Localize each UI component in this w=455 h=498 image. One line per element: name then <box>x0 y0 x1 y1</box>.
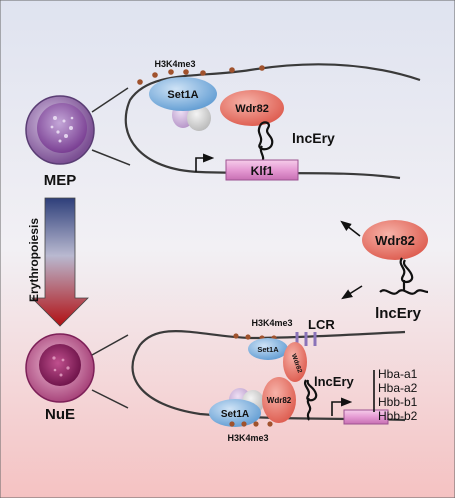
globin-gene-box <box>343 409 389 425</box>
nue-label: NuE <box>45 406 75 423</box>
gene-label: Hbb-b2 <box>378 409 418 423</box>
tss-arrow-top <box>195 153 215 172</box>
h3k4me3-label-bottom: H3K4me3 <box>227 433 268 443</box>
lcr-label: LCR <box>308 317 335 332</box>
arrow-to-bottom <box>341 285 363 300</box>
gene-label: Hbb-b1 <box>378 395 418 409</box>
lncery-rna-bottom <box>304 379 318 421</box>
h3k4me3-marks-bottom <box>229 421 273 427</box>
wdr82-protein-bottom <box>262 377 296 423</box>
arrow-to-top <box>340 220 361 237</box>
lncery-label-top: lncEry <box>292 130 335 146</box>
wdr82-protein-small <box>283 342 307 382</box>
wdr82-label-free: Wdr82 <box>375 233 415 248</box>
gene-label: Hba-a1 <box>378 367 418 381</box>
mep-label: MEP <box>44 172 77 189</box>
zoom-line <box>91 334 129 356</box>
subunit-grey <box>187 105 211 131</box>
zoom-line <box>91 149 131 166</box>
wdr82-protein-free <box>362 220 428 260</box>
lncery-label-bottom: lncEry <box>314 374 355 389</box>
erythropoiesis-label: Erythropoiesis <box>27 218 41 302</box>
set1a-protein-small <box>248 338 288 360</box>
zoom-line <box>91 87 129 113</box>
set1a-protein-bottom <box>209 399 261 427</box>
zoom-line <box>91 389 129 409</box>
h3k4me3-label-mid: H3K4me3 <box>251 318 292 328</box>
klf1-label: Klf1 <box>251 164 274 178</box>
lncery-label-free: lncEry <box>375 305 422 322</box>
lncery-tail-free <box>379 289 429 295</box>
set1a-protein-top <box>149 77 217 111</box>
nue-cell <box>25 333 95 403</box>
set1a-label-top: Set1A <box>167 89 198 101</box>
gene-label: Hba-a2 <box>378 381 418 395</box>
set1a-label-bottom: Set1A <box>221 409 249 420</box>
h3k4me3-label-top: H3K4me3 <box>154 59 195 69</box>
erythropoiesis-arrow <box>31 197 89 327</box>
klf1-gene-box <box>225 159 299 181</box>
mep-cell <box>25 95 95 165</box>
lncery-rna-free <box>399 257 414 290</box>
wdr82-label-top: Wdr82 <box>235 103 269 115</box>
wdr82-protein-top <box>220 90 284 126</box>
h3k4me3-marks-top <box>137 65 265 85</box>
set1a-label-small: Set1A <box>257 345 279 354</box>
wdr82-label-bottom: Wdr82 <box>267 396 292 405</box>
tss-arrow-bottom <box>331 397 353 416</box>
